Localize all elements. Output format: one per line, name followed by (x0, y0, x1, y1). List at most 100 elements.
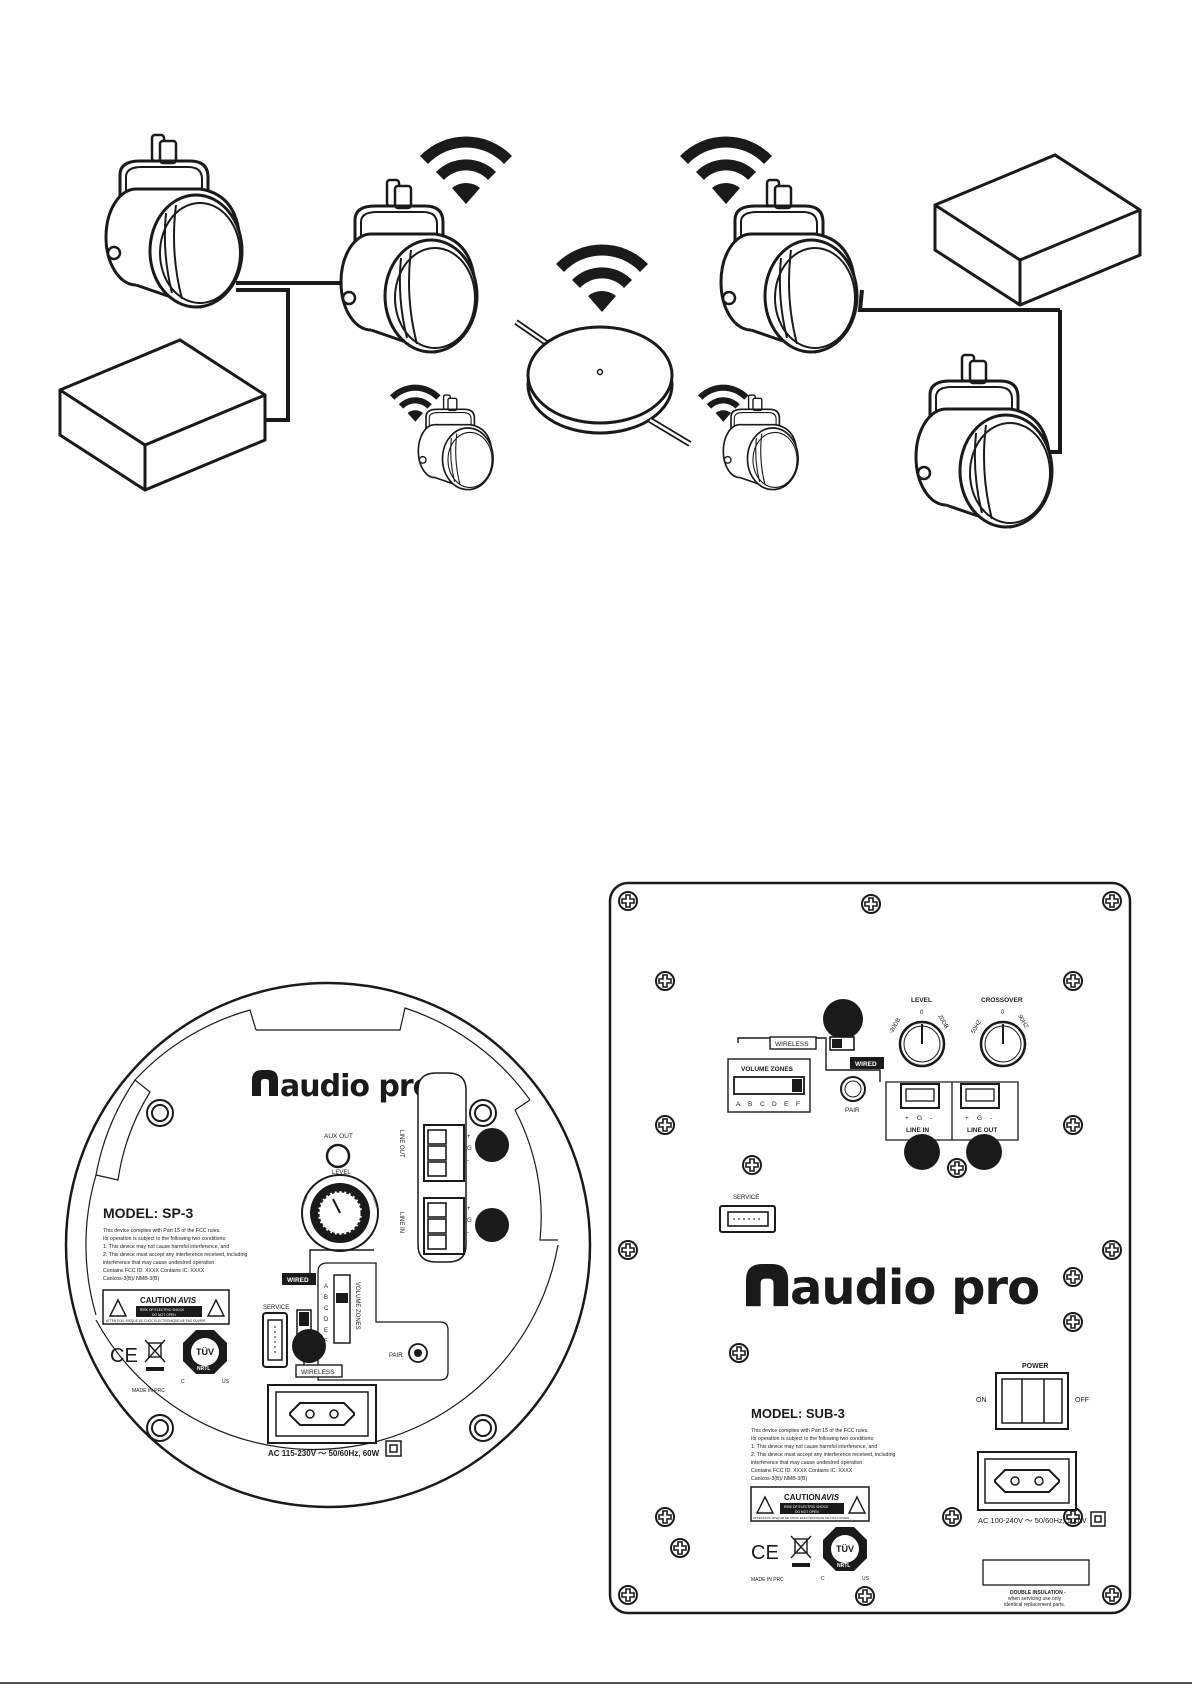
tuv-badge-icon: TÜV NRTL C US (821, 1527, 870, 1582)
svg-text:AVIS: AVIS (820, 1493, 840, 1502)
power-label: POWER (1022, 1363, 1048, 1370)
svg-text:G: G (977, 1115, 982, 1122)
line-in-terminal (423, 1197, 465, 1255)
svg-text:+: + (905, 1115, 909, 1122)
made-in: MADE IN PRC (751, 1577, 784, 1583)
aux-out-label: AUX OUT (324, 1133, 353, 1140)
svg-text:B: B (748, 1101, 752, 1108)
svg-text:C: C (821, 1576, 825, 1582)
ce-mark: CE (751, 1542, 779, 1564)
sp3-model: MODEL: SP-3 (103, 1205, 193, 1221)
service-label: SERVICE (733, 1195, 759, 1201)
sp3-ac-rating: AC 115-230V ～ 50/60Hz, 60W (268, 1449, 380, 1458)
svg-text:+: + (467, 1134, 471, 1140)
svg-text:E: E (784, 1101, 789, 1108)
svg-text:RISK OF ELECTRIC SHOCK: RISK OF ELECTRIC SHOCK (784, 1505, 829, 1509)
sub3-brand: audio pro (790, 1260, 1039, 1316)
ce-mark: CE (110, 1345, 138, 1367)
svg-text:AVIS: AVIS (177, 1296, 197, 1305)
svg-text:F: F (796, 1101, 800, 1108)
sub3-caution-label: CAUTION AVIS RISK OF ELECTRIC SHOCK DO N… (750, 1486, 870, 1522)
svg-text:+20dB: +20dB (371, 1195, 380, 1208)
aux-out-jack (325, 1143, 351, 1169)
sub3-fcc-line: Its operation is subject to the followin… (751, 1436, 874, 1442)
svg-text:C: C (324, 1306, 329, 1312)
svg-text:D: D (772, 1101, 777, 1108)
system-diagram (58, 133, 1142, 529)
made-in: MADE IN PRC (132, 1388, 165, 1394)
sp3-fcc-line: 1. This device may not cause harmful int… (103, 1244, 229, 1250)
sp3-panel: audio pro MODEL: SP-3 This device compli… (64, 981, 592, 1509)
line-in-label: LINE IN (398, 1212, 404, 1233)
double-insulation-text: when servicing use only (1008, 1596, 1062, 1602)
volume-zones-label: VOLUME ZONES (741, 1066, 794, 1073)
svg-text:NRTL: NRTL (837, 1563, 850, 1569)
level-label: LEVEL (911, 997, 932, 1004)
pair-label: PAIR (845, 1107, 860, 1114)
wifi-icon (680, 136, 772, 204)
line-out-label: LINE OUT (398, 1130, 404, 1158)
sp3-fcc-line: Contains FCC ID: XXXX Contains IC: XXXX (103, 1268, 205, 1274)
svg-text:TÜV: TÜV (196, 1347, 214, 1357)
svg-text:NRTL: NRTL (197, 1366, 210, 1372)
sp3-brand: audio pro (280, 1069, 433, 1104)
svg-text:G: G (467, 1218, 472, 1224)
double-insulation-text: DOUBLE INSULATION - (1010, 1590, 1066, 1596)
svg-text:D: D (324, 1317, 329, 1323)
sub3-fcc-line: 2. This device must accept any interfere… (751, 1452, 895, 1458)
sub3-fcc-line: 1. This device may not cause harmful int… (751, 1444, 877, 1450)
weee-bin-icon (790, 1535, 812, 1567)
sub3-model: MODEL: SUB-3 (751, 1406, 845, 1421)
svg-text:G: G (917, 1115, 922, 1122)
sp3-fcc-line: Canlcos-3(B)/ NMB-3(B) (103, 1276, 159, 1282)
double-insulation-text: identical replacement parts. (1004, 1602, 1065, 1608)
svg-text:ATTENTION: RISQUE DE CHOC ELEC: ATTENTION: RISQUE DE CHOC ELECTRONIQUE-N… (753, 1516, 850, 1520)
ceiling-speaker-left (104, 133, 244, 309)
callout-dot (904, 1134, 940, 1170)
callout-dot (475, 1208, 509, 1242)
power-off-label: OFF (1075, 1397, 1089, 1404)
svg-text:C: C (760, 1101, 765, 1108)
wired-label: WIRED (287, 1277, 309, 1284)
callout-dot (475, 1128, 509, 1162)
svg-text:CAUTION: CAUTION (784, 1493, 821, 1502)
svg-text:US: US (222, 1379, 230, 1385)
wifi-icon (556, 244, 648, 312)
svg-text:A: A (736, 1101, 741, 1108)
svg-text:+: + (965, 1115, 969, 1122)
amplifier-box-right (933, 153, 1142, 307)
svg-text:+: + (467, 1206, 471, 1212)
crossover-label: CROSSOVER (981, 997, 1023, 1004)
sub3-fcc-line: This device complies with Part 15 of the… (751, 1428, 869, 1434)
ceiling-speaker-right (914, 353, 1054, 529)
small-speaker-right (722, 394, 799, 491)
svg-text:0: 0 (1001, 1010, 1005, 1016)
line-out-label: LINE OUT (967, 1127, 997, 1134)
wireless-label: WIRELESS (301, 1369, 335, 1376)
sp3-fcc-line: 2. This device must accept any interfere… (103, 1252, 247, 1258)
weee-bin-icon (144, 1339, 166, 1371)
small-speaker-left (417, 394, 494, 491)
sub3-panel: LEVEL 0 -20DB 20DB CROSSOVER 0 50HZ 90HZ… (608, 881, 1132, 1615)
sp3-fcc-line: This device complies with Part 15 of the… (103, 1228, 221, 1234)
svg-text:-: - (930, 1115, 932, 1122)
wireless-speaker-right (719, 178, 859, 354)
wifi-icon (420, 136, 512, 204)
volume-zones-label: VOLUME ZONES (354, 1282, 360, 1330)
tuv-badge-icon: TÜV NRTL C US (181, 1330, 230, 1385)
wifi-icon (698, 384, 749, 422)
svg-text:0: 0 (920, 1010, 924, 1016)
sp3-fcc-line: interference that may cause undesired op… (103, 1260, 216, 1266)
sub3-fcc-line: Contains FCC ID: XXXX Contains IC: XXXX (751, 1468, 853, 1474)
sp3-caution-label: CAUTION AVIS RISK OF ELECTRIC SHOCK DO N… (102, 1289, 230, 1325)
svg-text:-: - (467, 1158, 469, 1164)
amplifier-box-left (58, 338, 267, 492)
svg-text:-: - (990, 1115, 992, 1122)
svg-text:DO NOT OPEN: DO NOT OPEN (795, 1510, 819, 1514)
svg-text:B: B (324, 1295, 328, 1301)
svg-text:C: C (181, 1379, 185, 1385)
svg-text:-: - (467, 1230, 469, 1236)
wireless-label: WIRELESS (775, 1041, 809, 1048)
svg-text:TÜV: TÜV (836, 1544, 854, 1554)
